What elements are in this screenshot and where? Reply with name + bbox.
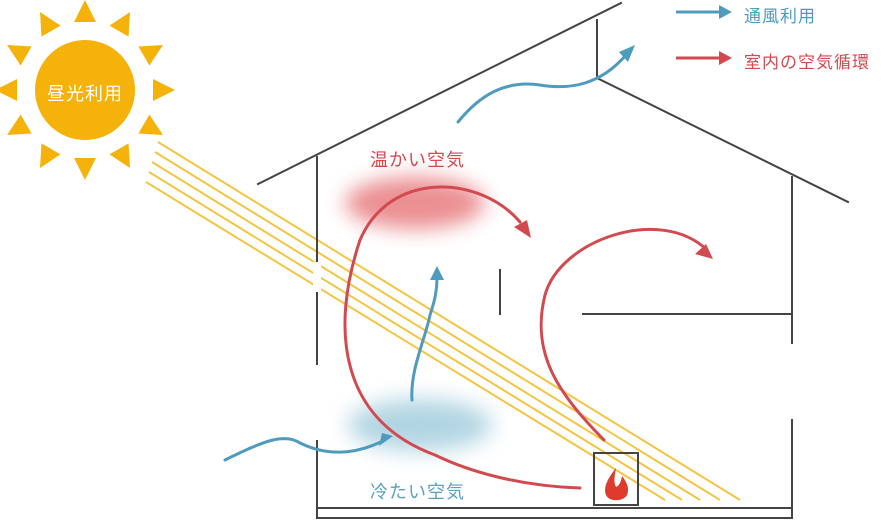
arrow-icon: [676, 51, 732, 65]
cold-air-label: 冷たい空気: [370, 482, 465, 503]
legend-circulation-label: 室内の空気循環: [744, 53, 870, 73]
warm-air-label: 温かい空気: [370, 150, 465, 171]
warm-air-cloud: [345, 177, 485, 229]
ventilation-arrow-inlet: [223, 436, 387, 462]
legend-ventilation-label: 通風利用: [744, 7, 816, 27]
roof-right: [595, 76, 850, 204]
sun-label: 昼光利用: [47, 84, 123, 105]
sun-disc: [35, 40, 135, 140]
ventilation-arrows: [223, 53, 628, 462]
legend-arrows: [676, 5, 732, 65]
circulation-arrow-main: [343, 185, 582, 490]
ventilation-arrow-rising: [410, 276, 439, 402]
fire-icon: [593, 452, 639, 506]
circulation-arrows: [343, 185, 709, 490]
roof-left: [256, 1, 623, 186]
stove-box: [593, 452, 639, 506]
sunlight-beams: [145, 141, 741, 501]
arrow-icon: [676, 5, 732, 19]
ventilation-arrow-outlet: [456, 53, 628, 124]
circulation-arrow-upper: [539, 227, 709, 442]
sun-icon: [0, 0, 175, 180]
house-outline: [256, 1, 850, 519]
